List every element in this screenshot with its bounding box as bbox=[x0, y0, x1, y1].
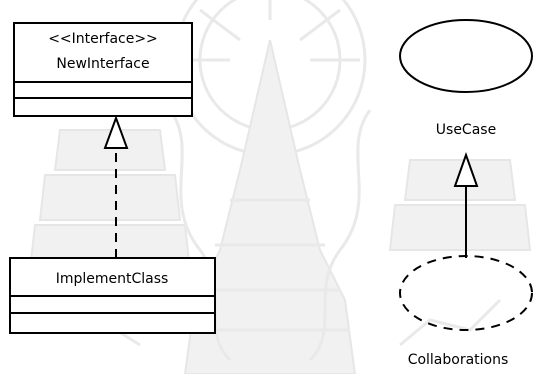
watermark-seal bbox=[28, 0, 532, 374]
use-case: UseCase bbox=[399, 19, 533, 138]
implement-class-name: ImplementClass bbox=[56, 271, 169, 287]
interface-stereotype: <<Interface>> bbox=[48, 31, 158, 47]
collaboration-realization-arrow bbox=[453, 152, 479, 258]
hollow-triangle-arrowhead-collab bbox=[453, 152, 479, 187]
interface-class-box: <<Interface>> NewInterface bbox=[13, 22, 193, 117]
collaboration-dashed-ellipse bbox=[399, 255, 533, 331]
interface-name: NewInterface bbox=[56, 56, 149, 72]
realization-arrow bbox=[103, 115, 129, 258]
hollow-triangle-arrowhead bbox=[103, 115, 129, 149]
collaboration-label: Collaborations bbox=[408, 352, 509, 368]
use-case-ellipse bbox=[399, 19, 533, 93]
use-case-label: UseCase bbox=[436, 122, 496, 138]
collaboration: Collaborations bbox=[399, 255, 533, 368]
implement-class-box: ImplementClass bbox=[9, 257, 216, 334]
